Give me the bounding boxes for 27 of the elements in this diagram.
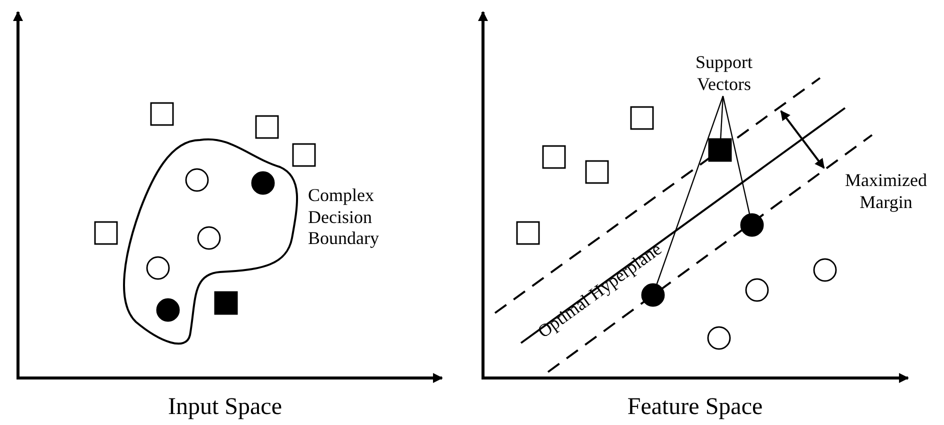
leader-line xyxy=(722,96,750,214)
annotation-text: Maximized Margin xyxy=(844,170,928,214)
callout-text: Support Vectors xyxy=(694,52,754,96)
annotation-text: Complex Decision Boundary xyxy=(308,185,380,250)
axis-caption: Input Space xyxy=(167,393,283,422)
square-marker xyxy=(630,106,654,130)
square-marker xyxy=(292,143,316,167)
axis-caption: Feature Space xyxy=(626,393,764,422)
circle-marker xyxy=(156,298,180,322)
square-marker xyxy=(94,221,118,245)
square-marker xyxy=(708,138,732,162)
square-marker xyxy=(255,115,279,139)
circle-marker xyxy=(813,258,837,282)
circle-marker xyxy=(740,213,764,237)
circle-marker xyxy=(146,256,170,280)
square-marker xyxy=(542,145,566,169)
circle-marker xyxy=(197,226,221,250)
leader-line xyxy=(720,96,724,140)
circle-marker xyxy=(745,278,769,302)
circle-marker xyxy=(707,326,731,350)
square-marker xyxy=(585,160,609,184)
leader-line xyxy=(656,96,724,285)
circle-marker xyxy=(251,171,275,195)
square-marker xyxy=(150,102,174,126)
circle-marker xyxy=(185,168,209,192)
square-marker xyxy=(516,221,540,245)
square-marker xyxy=(214,291,238,315)
